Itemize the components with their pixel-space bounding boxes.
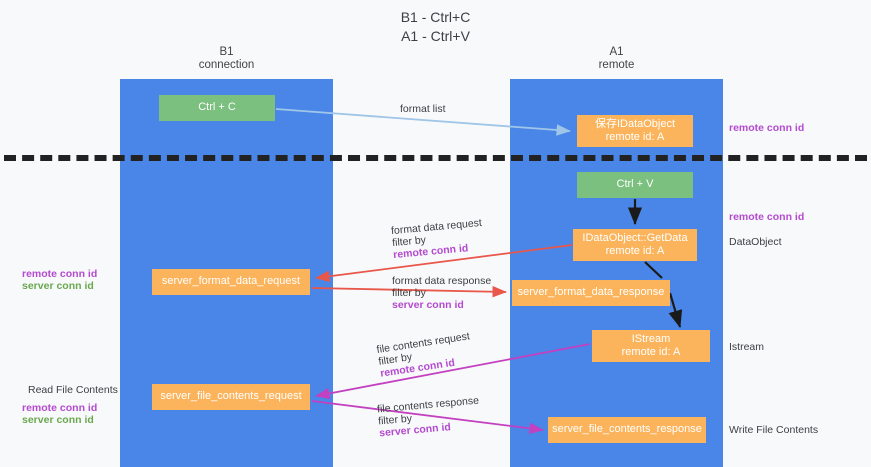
node-save-idataobject-sub: remote id: A — [605, 131, 665, 143]
node-server-file-contents-response[interactable]: server_file_contents_response — [548, 417, 706, 443]
title-line-2: A1 - Ctrl+V — [401, 28, 470, 44]
node-istream-label: IStream — [631, 332, 671, 345]
node-server-format-data-request-label: server_format_data_request — [161, 275, 301, 288]
node-server-file-contents-response-label: server_file_contents_response — [552, 423, 702, 436]
edge-label-format-data-response-filter-key: server conn id — [392, 299, 464, 311]
node-save-idataobject-label: 保存IDataObject — [594, 117, 676, 130]
side-label-remote-conn-id-left-bottom: remote conn id — [22, 402, 98, 414]
side-label-remote-conn-id-left-mid: remote conn id — [22, 268, 98, 280]
side-label-server-conn-id-left-bottom: server conn id — [22, 414, 94, 426]
side-label-dataobject: DataObject — [729, 236, 782, 248]
node-server-format-data-request[interactable]: server_format_data_request — [152, 269, 310, 295]
side-label-conn-ids-mid: remote conn id server conn id — [22, 268, 97, 292]
lane-header-a1-role: remote — [598, 59, 635, 71]
node-idataobject-getdata-sub: remote id: A — [605, 245, 665, 257]
node-ctrl-v[interactable]: Ctrl + V — [577, 172, 693, 198]
page-title: B1 - Ctrl+C A1 - Ctrl+V — [0, 8, 871, 46]
side-label-istream: Istream — [729, 341, 765, 353]
node-server-file-contents-request-label: server_file_contents_request — [160, 390, 302, 403]
node-ctrl-c-label: Ctrl + C — [198, 101, 236, 114]
phase-divider — [4, 155, 867, 161]
node-istream-sub: remote id: A — [621, 346, 681, 358]
lane-header-b1: B1 connection — [120, 46, 333, 72]
lane-header-b1-role: connection — [198, 59, 255, 71]
node-server-format-data-response[interactable]: server_format_data_response — [512, 280, 670, 306]
lane-header-b1-name: B1 — [219, 46, 234, 58]
node-idataobject-getdata-label: IDataObject::GetData — [582, 231, 688, 244]
title-line-1: B1 - Ctrl+C — [400, 9, 471, 25]
node-server-file-contents-request[interactable]: server_file_contents_request — [152, 384, 310, 410]
edge-label-format-data-response-line1: format data response — [392, 275, 492, 287]
side-label-server-conn-id-left-mid: server conn id — [22, 280, 94, 292]
side-label-remote-conn-id-mid: remote conn id — [729, 211, 805, 223]
node-idataobject-getdata[interactable]: IDataObject::GetData remote id: A — [573, 229, 697, 261]
edge-label-format-list: format list — [400, 103, 446, 115]
node-ctrl-v-label: Ctrl + V — [616, 178, 654, 191]
lane-header-a1-name: A1 — [609, 46, 624, 58]
side-label-conn-ids-bottom: remote conn id server conn id — [22, 402, 97, 426]
node-server-format-data-response-label: server_format_data_response — [517, 286, 665, 299]
node-ctrl-c[interactable]: Ctrl + C — [159, 95, 275, 121]
side-label-write-file-contents: Write File Contents — [729, 424, 819, 436]
node-save-idataobject[interactable]: 保存IDataObject remote id: A — [577, 115, 693, 147]
lane-header-a1: A1 remote — [510, 46, 723, 72]
node-istream[interactable]: IStream remote id: A — [592, 330, 710, 362]
edge-label-format-data-response-filter-prefix: filter by — [392, 287, 426, 299]
side-label-remote-conn-id-top: remote conn id — [729, 122, 805, 134]
edge-label-format-data-response-line2: filter by server conn id — [392, 287, 491, 311]
side-label-read-file-contents: Read File Contents — [28, 384, 118, 396]
edge-label-format-data-response: format data response filter by server co… — [392, 275, 491, 311]
